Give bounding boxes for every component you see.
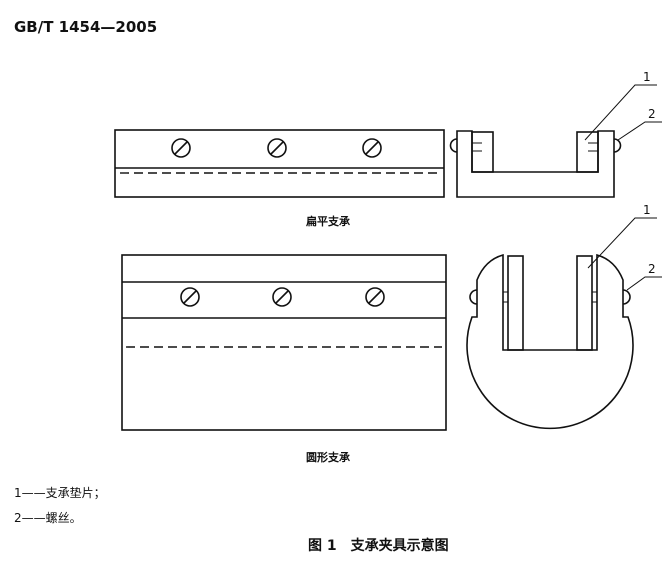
- screw-head-icon: [622, 289, 631, 305]
- flat-support-side-view: [449, 84, 662, 198]
- caption-flat-support: 扁平支承: [306, 214, 351, 228]
- figure-title: 图 1 支承夹具示意图: [308, 537, 449, 554]
- callout-1: 1: [643, 70, 651, 84]
- screw-head-icon: [613, 138, 622, 153]
- screw-icon: [180, 287, 200, 307]
- screw-head-icon: [469, 289, 478, 305]
- caption-round-support: 圆形支承: [306, 450, 351, 464]
- screw-head-icon: [449, 138, 458, 153]
- screw-icon: [171, 138, 191, 158]
- screw-icon: [267, 138, 287, 158]
- callout-2: 2: [648, 262, 656, 276]
- callout-2: 2: [648, 107, 656, 121]
- flat-support-front-view: [114, 129, 445, 198]
- legend-item: 1——支承垫片；: [14, 485, 106, 500]
- standard-code: GB/T 1454—2005: [14, 18, 157, 36]
- screw-icon: [365, 287, 385, 307]
- screw-icon: [272, 287, 292, 307]
- callout-1: 1: [643, 203, 651, 217]
- round-support-side-view: [466, 217, 662, 430]
- screw-icon: [362, 138, 382, 158]
- legend-item: 2——螺丝。: [14, 511, 82, 525]
- round-support-front-view: [121, 254, 447, 431]
